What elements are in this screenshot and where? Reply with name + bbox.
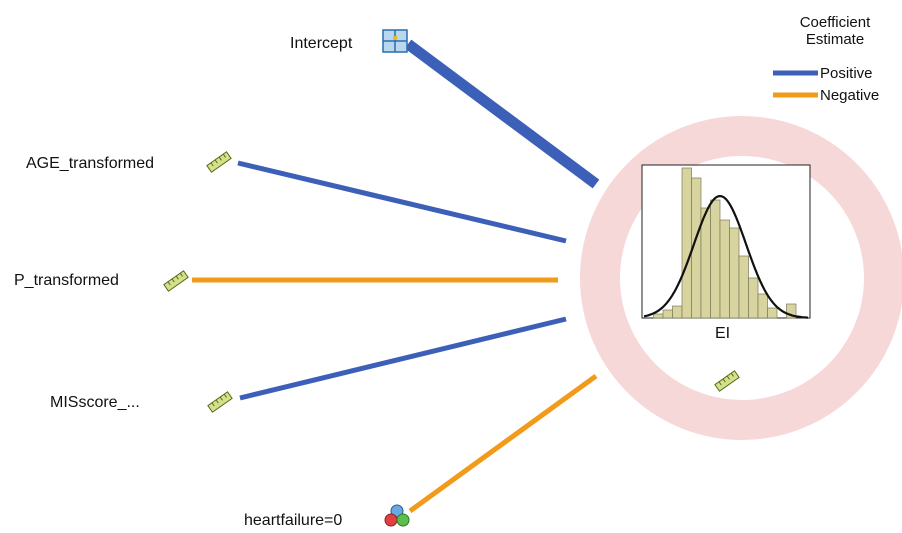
legend-positive-label: Positive xyxy=(820,65,873,82)
legend-title-line2: Estimate xyxy=(805,31,865,48)
node-label-p-transformed: P_transformed xyxy=(14,272,119,289)
histogram-bar xyxy=(738,255,749,319)
node-label-heartfailure: heartfailure=0 xyxy=(244,512,343,529)
ruler-continuous-icon xyxy=(714,370,740,392)
histogram-bar xyxy=(719,219,730,319)
histogram-bar xyxy=(757,293,768,319)
histogram-bar xyxy=(662,309,673,319)
target-label-ei: EI xyxy=(715,325,731,342)
histogram-bar xyxy=(700,207,711,319)
histogram-bar xyxy=(681,167,692,319)
edge-age xyxy=(237,160,567,244)
histogram-bar xyxy=(653,313,664,319)
histogram-bar xyxy=(786,303,797,319)
node-label-misscore: MISscore_... xyxy=(50,394,140,411)
nominal-circles-icon xyxy=(384,504,410,527)
histogram-bar xyxy=(729,227,740,319)
legend-title: Coefficient Estimate xyxy=(770,14,900,48)
histogram-bar xyxy=(748,277,759,319)
target-ring xyxy=(580,116,902,440)
edge-intercept xyxy=(404,39,600,189)
ruler-continuous-icon xyxy=(206,151,232,173)
histogram-bar xyxy=(710,199,721,319)
normal-curve xyxy=(643,194,809,319)
edge-heartfailure xyxy=(408,373,598,514)
target-histogram xyxy=(641,164,811,319)
legend-negative-label: Negative xyxy=(820,87,880,104)
legend-title-line1: Coefficient xyxy=(799,14,871,31)
histogram-bar xyxy=(672,305,683,319)
ruler-continuous-icon xyxy=(207,391,233,413)
ruler-continuous-icon xyxy=(163,270,189,292)
histogram-bar xyxy=(767,307,778,319)
node-label-intercept: Intercept xyxy=(290,35,353,52)
intercept-grid-icon xyxy=(382,29,408,53)
edge-misscore xyxy=(239,316,567,401)
node-label-age-transformed: AGE_transformed xyxy=(26,155,155,172)
